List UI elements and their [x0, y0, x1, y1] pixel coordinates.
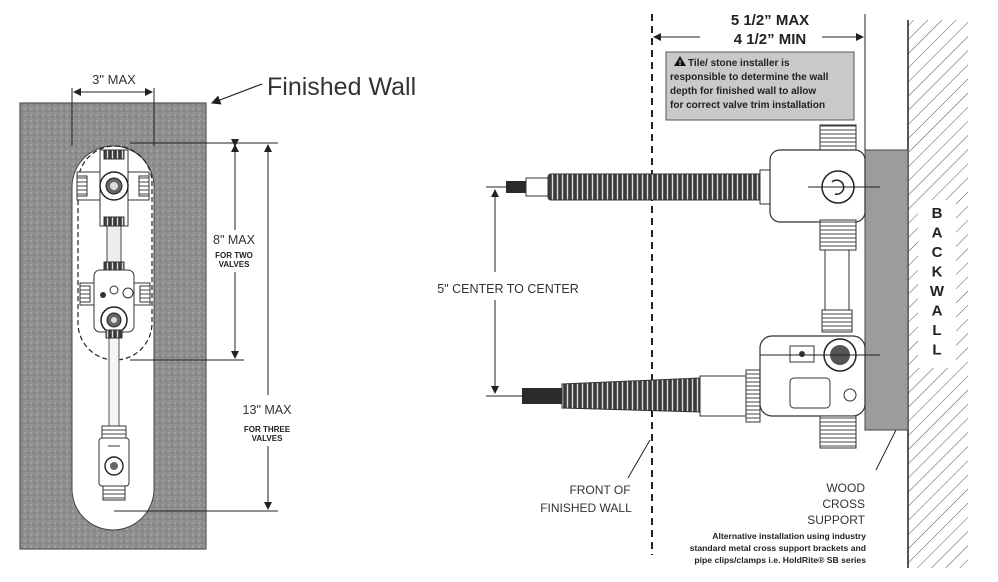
warning-line-1: Tile/ stone installer is	[688, 58, 790, 69]
three-valves-note-2: VALVES	[252, 434, 283, 443]
back-wall-letter: A	[932, 303, 943, 320]
wood-label-1: WOOD	[826, 481, 865, 495]
depth-min-label: 4 1/2” MIN	[734, 31, 807, 48]
center-to-center-label: 5" CENTER TO CENTER	[437, 282, 579, 296]
pipe-lower	[108, 334, 120, 431]
back-wall-letter: L	[932, 342, 941, 359]
back-wall-label-bg	[918, 200, 956, 368]
upper-valve-body-icon	[769, 124, 880, 251]
two-valves-note-1: FOR TWO	[215, 251, 253, 260]
wood-label-3: SUPPORT	[807, 513, 865, 527]
two-valves-note-2: VALVES	[219, 260, 250, 269]
width-label-bg	[88, 70, 140, 86]
warning-icon	[674, 56, 686, 66]
front-wall-label-2: FINISHED WALL	[540, 501, 632, 515]
wood-label-2: CROSS	[822, 497, 865, 511]
front-wall-label-1: FRONT OF	[569, 483, 630, 497]
wood-cross-support	[864, 149, 909, 431]
lower-valve-body-icon	[759, 335, 880, 449]
front-view: 3" MAX Finished Wall 8" MAX FOR TWO VALV…	[19, 70, 416, 550]
connecting-pipe	[824, 249, 850, 321]
svg-text:!: !	[679, 60, 681, 67]
upper-valve-icon	[76, 149, 150, 227]
warning-line-2: responsible to determine the wall	[670, 72, 829, 83]
back-wall-letter: W	[930, 283, 945, 300]
width-max-label: 3" MAX	[92, 72, 136, 87]
two-valves-max-label: 8" MAX	[213, 233, 256, 247]
depth-max-label: 5 1/2” MAX	[731, 12, 809, 29]
warning-box	[665, 51, 855, 121]
wood-support-leader	[875, 429, 897, 471]
finished-wall-label: Finished Wall	[267, 73, 416, 101]
alt-note-2: standard metal cross support brackets an…	[690, 543, 866, 553]
back-wall-letter: C	[932, 244, 943, 261]
warning-line-4: for correct valve trim installation	[670, 100, 825, 111]
alt-note-1: Alternative installation using industry	[712, 531, 866, 541]
three-valves-note-1: FOR THREE	[244, 425, 291, 434]
lower-stem-tip	[522, 388, 562, 404]
warning-line-3: depth for finished wall to allow	[670, 86, 816, 97]
lower-valve-icon	[79, 261, 151, 339]
back-wall-letter: B	[932, 205, 943, 222]
third-valve-icon	[98, 425, 130, 501]
back-wall-letter: L	[932, 322, 941, 339]
upper-stem-tip	[506, 181, 526, 193]
front-wall-leader	[627, 439, 651, 479]
back-wall-letter: K	[932, 264, 943, 281]
finished-wall-arrow	[210, 83, 263, 105]
lower-stem-icon	[561, 377, 701, 413]
alt-note-3: pipe clips/clamps i.e. HoldRite® SB seri…	[694, 555, 866, 565]
upper-stem-icon	[547, 173, 764, 201]
back-wall-letter: A	[932, 225, 943, 242]
three-valves-max-label: 13" MAX	[243, 403, 293, 417]
